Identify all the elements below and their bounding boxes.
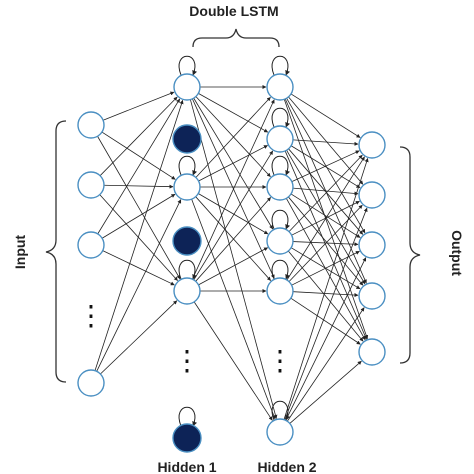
connection-edge — [97, 98, 181, 235]
connection-edge — [288, 196, 364, 286]
hidden2-label: Hidden 2 — [257, 459, 316, 474]
hidden2-node — [266, 173, 294, 201]
recurrent-loop — [271, 55, 290, 76]
hidden2-node — [266, 277, 294, 305]
hidden2-layer: ⋮ — [266, 73, 294, 446]
input-node — [77, 369, 105, 397]
connection-edge — [103, 184, 174, 189]
connection-edge — [284, 207, 368, 421]
connection-edge — [288, 204, 363, 282]
hidden1-node — [173, 173, 201, 201]
output-label: Output — [449, 230, 465, 276]
input-label: Input — [12, 235, 28, 270]
input-node — [77, 111, 105, 139]
hidden1-dropped-node — [172, 226, 202, 256]
recurrent-loop — [178, 406, 197, 427]
diagram-title: Double LSTM — [189, 3, 278, 19]
connection-edge — [285, 257, 367, 421]
connection-edge — [286, 98, 366, 234]
hidden2-node — [266, 125, 294, 153]
connection-edge — [198, 247, 269, 286]
connection-edge — [102, 91, 175, 121]
recurrent-loop — [271, 107, 290, 128]
connection-edge — [193, 301, 273, 421]
connection-edge — [287, 250, 364, 342]
input-brace — [45, 120, 67, 383]
connection-edge — [195, 96, 271, 178]
output-node — [358, 181, 386, 209]
connection-edges — [94, 85, 369, 424]
connection-edge — [198, 92, 269, 133]
connection-edge — [193, 150, 274, 281]
connection-edge — [198, 145, 268, 182]
connection-edge — [94, 99, 184, 371]
connection-edge — [292, 139, 359, 146]
recurrent-loop — [271, 155, 290, 176]
output-layer — [358, 131, 386, 366]
recurrent-loops — [178, 55, 290, 427]
connection-edge — [285, 198, 366, 341]
connection-edge — [283, 99, 369, 340]
recurrent-loop — [271, 209, 290, 230]
connection-edge — [283, 157, 369, 420]
connection-edge — [286, 307, 365, 422]
input-node — [77, 171, 105, 199]
input-ellipsis: ⋮ — [77, 299, 105, 332]
hidden1-label: Hidden 1 — [157, 459, 216, 474]
hidden2-node — [266, 73, 294, 101]
hidden1-node — [173, 73, 201, 101]
recurrent-loop — [178, 155, 197, 176]
hidden2-ellipsis: ⋮ — [266, 344, 294, 377]
connection-edge — [288, 154, 363, 232]
connection-edge — [290, 193, 361, 238]
recurrent-loop — [271, 259, 290, 280]
connection-edge — [288, 96, 364, 185]
connection-edge — [288, 148, 364, 235]
input-node — [77, 231, 105, 259]
recurrent-loop — [178, 259, 197, 280]
hidden1-ellipsis: ⋮ — [173, 344, 201, 377]
top-brace — [192, 28, 280, 48]
connection-edge — [96, 199, 182, 372]
output-node — [358, 131, 386, 159]
connection-edge — [290, 93, 361, 138]
output-brace — [399, 146, 421, 364]
connection-edge — [192, 99, 275, 280]
connection-edge — [97, 136, 181, 280]
hidden2-node — [266, 418, 294, 446]
hidden1-node — [173, 277, 201, 305]
hidden1-dropped-node — [172, 124, 202, 154]
hidden1-dropped-node — [172, 423, 202, 453]
connection-edge — [289, 360, 362, 424]
connection-edge — [286, 156, 365, 281]
hidden2-node — [266, 227, 294, 255]
connection-edge — [195, 196, 271, 281]
connection-edge — [284, 150, 367, 340]
connection-edge — [198, 193, 269, 235]
connection-edge — [286, 150, 366, 285]
connection-edge — [100, 300, 178, 375]
connection-edge — [101, 131, 176, 180]
connection-edge — [291, 150, 360, 182]
output-node — [358, 338, 386, 366]
recurrent-loop — [271, 400, 290, 421]
connection-edge — [191, 199, 276, 420]
connection-edge — [290, 297, 361, 345]
connection-edge — [189, 99, 278, 419]
output-node — [358, 282, 386, 310]
connection-edge — [101, 193, 176, 239]
connection-edge — [99, 96, 178, 176]
connection-edge — [102, 250, 175, 286]
connection-edge — [195, 197, 271, 282]
output-node — [358, 231, 386, 259]
input-layer: ⋮ — [77, 111, 105, 397]
hidden1-layer: ⋮ — [172, 73, 202, 453]
connection-edge — [290, 145, 361, 189]
connection-edge — [195, 96, 271, 178]
connection-edge — [292, 187, 359, 196]
recurrent-loop — [178, 55, 197, 76]
